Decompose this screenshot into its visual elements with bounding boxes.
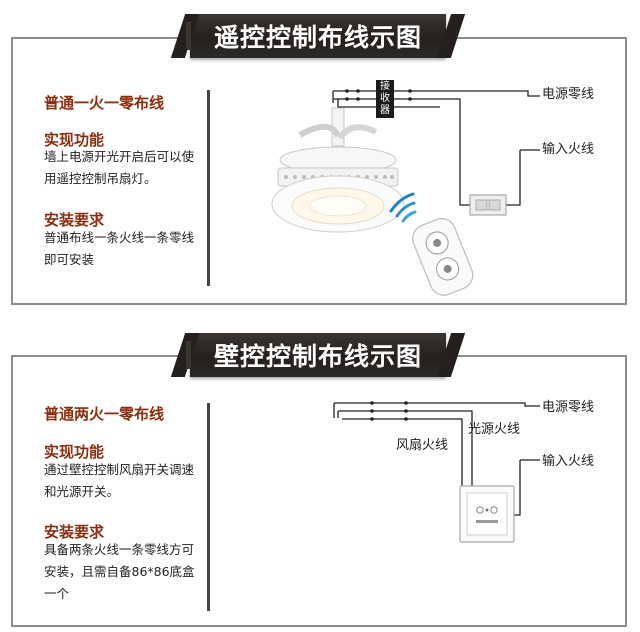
remote-wiring-banner: 遥控控制布线示图 <box>186 14 446 58</box>
fan-live-label: 风扇火线 <box>396 438 449 453</box>
banner-title: 壁控控制布线示图 <box>213 342 422 371</box>
install-heading: 安装要求 <box>44 211 105 229</box>
signal-icon <box>389 192 417 223</box>
live-input-label: 输入火线 <box>542 142 595 157</box>
wiring-title: 普通两火一零布线 <box>44 405 165 423</box>
banner-decor <box>186 341 191 369</box>
live-input-label: 输入火线 <box>542 454 595 469</box>
remote-control-icon <box>412 217 474 296</box>
function-text: 墙上电源开光开启后可以使用遥控控制吊扇灯。 <box>44 149 195 186</box>
function-heading: 实现功能 <box>44 131 105 149</box>
function-text: 通过壁控控制风扇开关调速和光源开关。 <box>44 462 195 499</box>
fan-light-icon <box>271 107 405 233</box>
wall-controller-icon <box>459 485 515 543</box>
wall-switch-icon <box>469 194 507 216</box>
neutral-wire-label: 电源零线 <box>542 400 595 415</box>
neutral-wire-label: 电源零线 <box>542 87 595 102</box>
install-text: 具备两条火线一条零线方可安装，且需自备86*86底盒一个 <box>44 542 195 601</box>
section-divider <box>207 403 210 611</box>
wiring-title: 普通一火一零布线 <box>44 94 165 112</box>
function-heading: 实现功能 <box>44 443 105 461</box>
receiver-label: 接收器 <box>380 81 390 116</box>
receiver-box: 接收器 <box>376 80 394 118</box>
banner-decor <box>186 22 191 50</box>
wall-wiring-banner: 壁控控制布线示图 <box>186 333 446 377</box>
install-text: 普通布线一条火线一条零线即可安装 <box>44 230 195 267</box>
banner-title: 遥控控制布线示图 <box>213 23 422 52</box>
install-heading: 安装要求 <box>44 523 105 541</box>
section-divider <box>207 90 210 286</box>
light-live-label: 光源火线 <box>468 422 521 437</box>
